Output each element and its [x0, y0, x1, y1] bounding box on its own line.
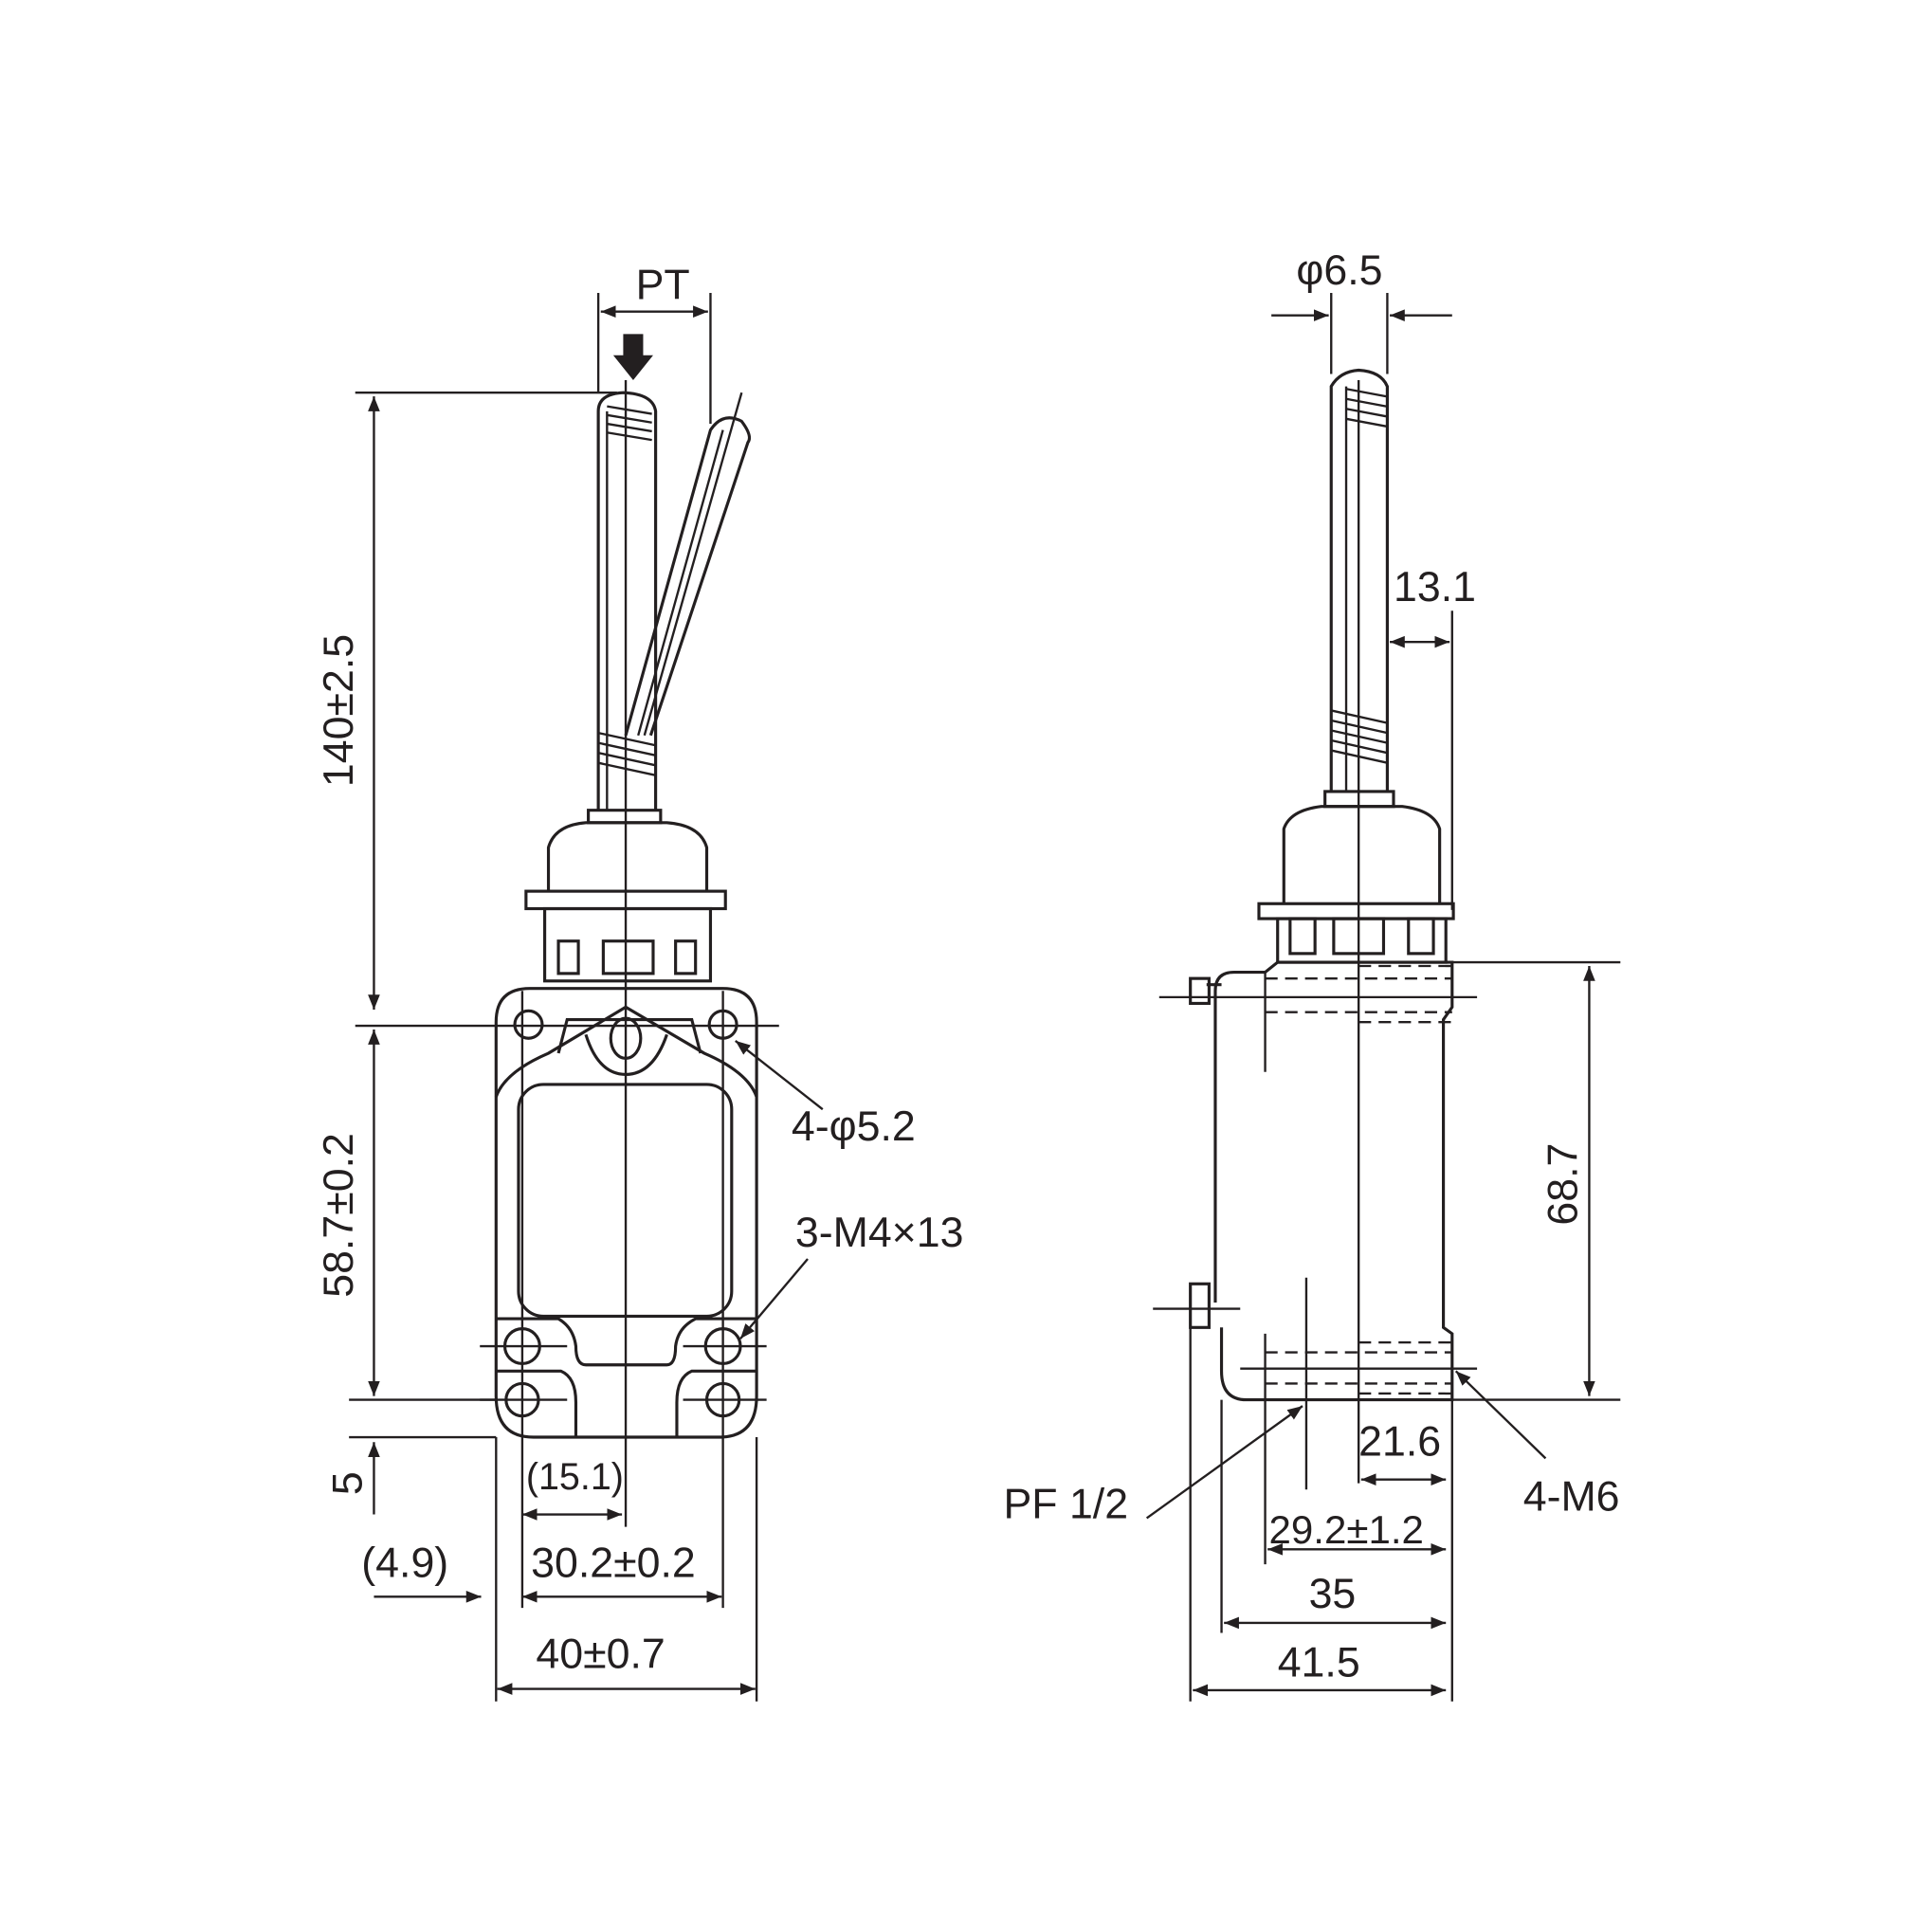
- label-21-6: 21.6: [1358, 1419, 1441, 1466]
- label-29-2: 29.2±1.2: [1269, 1507, 1424, 1552]
- label-pt: PT: [636, 263, 690, 309]
- label-hole-spacing: 30.2±0.2: [531, 1540, 696, 1586]
- label-mount-holes: 4-φ5.2: [792, 1103, 916, 1150]
- label-offset-4-9: (4.9): [361, 1540, 448, 1586]
- label-center-15-1: (15.1): [526, 1456, 624, 1498]
- label-conduit: PF 1/2: [1003, 1481, 1128, 1527]
- label-offset-5: 5: [324, 1471, 371, 1495]
- side-view: φ6.5 13.1 68.7 PF 1/2 4-M6 21.6 29.2±1.2…: [1003, 247, 1621, 1702]
- label-thread: 4-M6: [1523, 1474, 1620, 1521]
- press-direction-arrow-icon: [612, 334, 653, 381]
- label-rod-offset: 13.1: [1394, 564, 1476, 611]
- label-rod-diameter: φ6.5: [1296, 247, 1382, 294]
- label-overall-height: 140±2.5: [316, 634, 362, 787]
- label-screws: 3-M4×13: [795, 1210, 964, 1256]
- label-width: 40±0.7: [536, 1631, 665, 1677]
- front-view: PT 140±2.5 58.7±0.2 5 (4.9) (15.1) 30.2±…: [316, 263, 963, 1702]
- label-41-5: 41.5: [1278, 1639, 1360, 1686]
- label-mount-height: 58.7±0.2: [316, 1133, 362, 1298]
- label-35: 35: [1309, 1571, 1357, 1617]
- label-height: 68.7: [1540, 1143, 1586, 1226]
